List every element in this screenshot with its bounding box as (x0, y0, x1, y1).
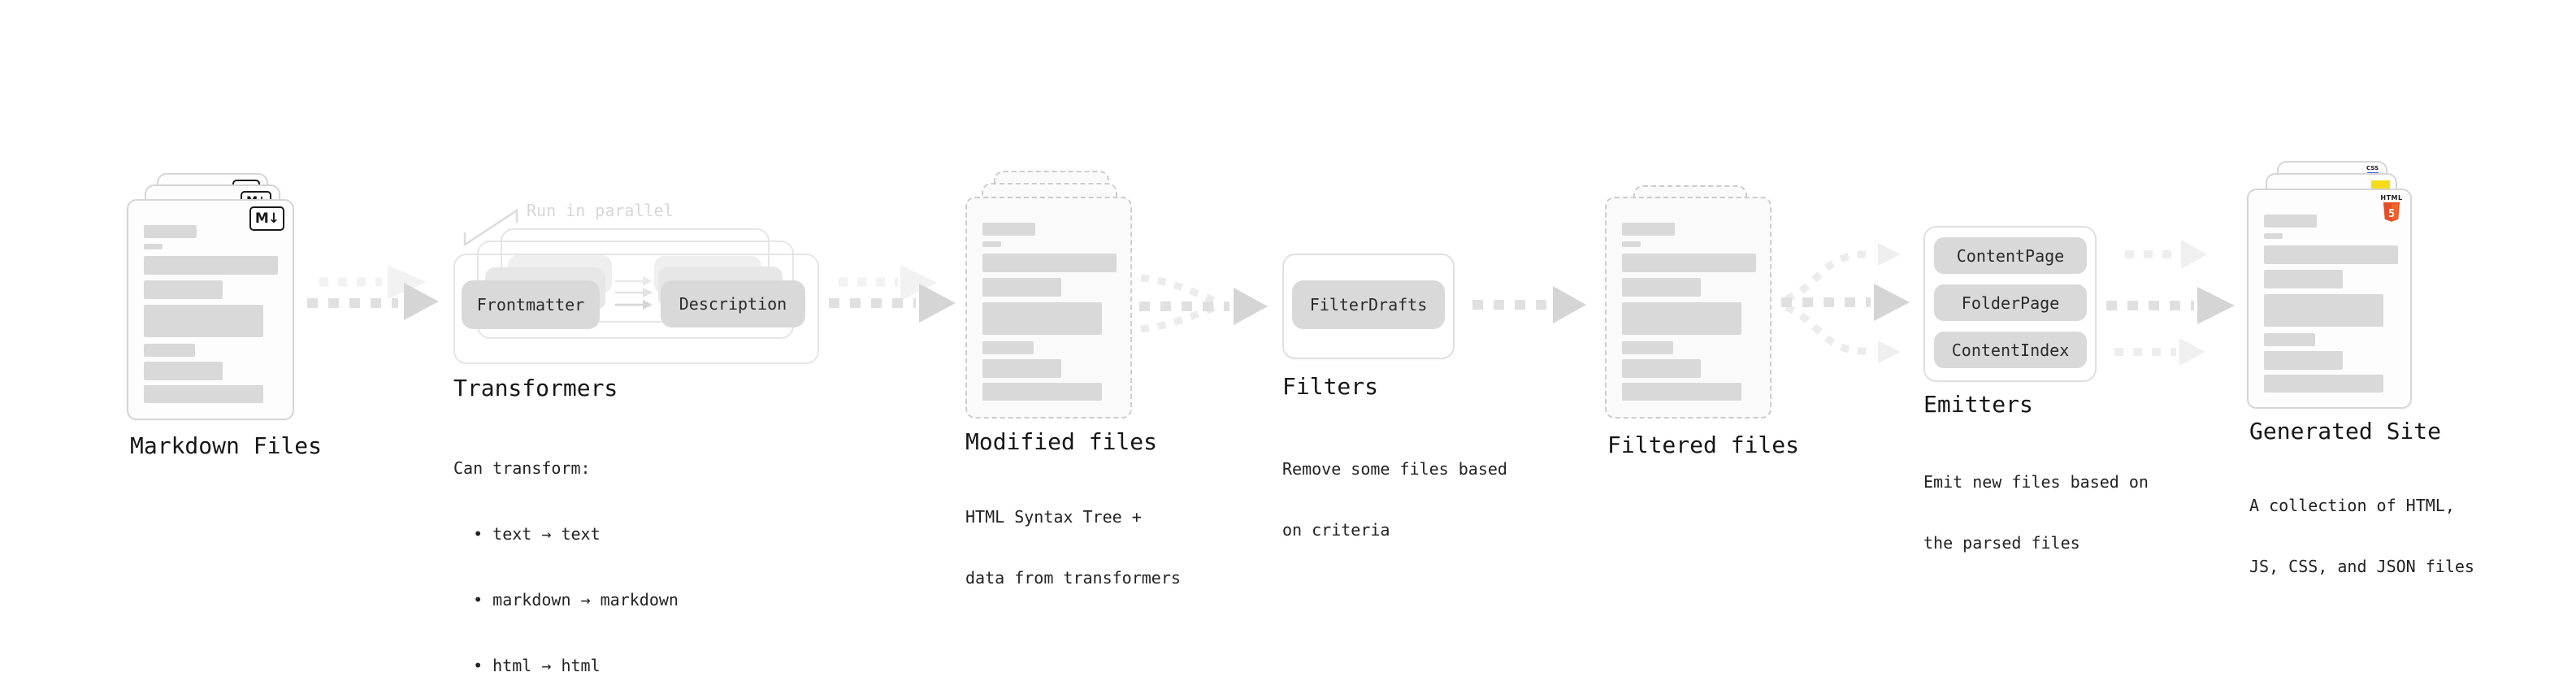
doc-line-bar (144, 305, 263, 337)
doc-line-bar (982, 241, 1001, 247)
css-badge-text: CSS (2366, 165, 2379, 171)
doc-line-bar (1622, 383, 1741, 401)
description-pill: Description (661, 280, 805, 327)
html5-shield: 5 (2383, 202, 2400, 222)
doc-line-bar (1622, 302, 1741, 335)
doc-line-bar (2264, 375, 2383, 393)
filters-label: Filters (1282, 373, 1379, 400)
emitters-label: Emitters (1923, 391, 2033, 418)
arrow-markdown-to-transformers (307, 265, 439, 320)
doc-line-bar (144, 225, 197, 238)
doc-line-bar (1622, 278, 1701, 297)
doc-line-bar (2264, 351, 2343, 370)
generated-site-label: Generated Site (2249, 418, 2442, 445)
modified-files-description: HTML Syntax Tree + data from transformer… (965, 466, 1181, 629)
html5-icon: HTML 5 (2380, 194, 2403, 223)
transformers-description: Can transform: • text → text • markdown … (453, 414, 679, 681)
doc-line-bar (982, 359, 1061, 378)
doc-line-bar (2264, 333, 2315, 346)
doc-line-bar (982, 302, 1102, 335)
emitters-description: Emit new files based on the parsed files (1923, 432, 2149, 594)
doc-line-bar (144, 244, 163, 249)
doc-line-bar (982, 383, 1102, 401)
description-line: on criteria (1282, 520, 1390, 540)
filter-drafts-pill: FilterDrafts (1292, 280, 1445, 329)
doc-line-bar (982, 341, 1034, 354)
description-line: A collection of HTML, (2249, 496, 2455, 515)
modified-files-label: Modified files (965, 428, 1158, 455)
folder-page-pill: FolderPage (1934, 284, 2087, 321)
description-line: HTML Syntax Tree + (965, 507, 1142, 527)
doc-line-bar (1622, 254, 1756, 272)
transformers-label: Transformers (453, 375, 618, 401)
markdown-icon: M↓ (249, 206, 284, 231)
content-page-pill: ContentPage (1934, 237, 2087, 274)
arrow-modified-to-filters (1139, 274, 1268, 333)
arrow-filtered-to-emitters (1781, 243, 1910, 363)
modified-file-card-front (965, 197, 1132, 419)
doc-line-bar (1622, 359, 1701, 378)
run-in-parallel-leader-line (463, 208, 518, 247)
doc-line-bar (1622, 223, 1675, 236)
doc-line-bar (144, 256, 278, 275)
arrow-emitters-to-generated (2106, 240, 2235, 366)
doc-line-bar (2264, 233, 2283, 239)
doc-line-bar (1622, 241, 1641, 247)
description-line: • text → text (453, 524, 601, 544)
svg-text:5: 5 (2388, 207, 2395, 220)
content-index-pill: ContentIndex (1934, 332, 2087, 368)
description-line: • html → html (453, 656, 601, 675)
doc-line-bar (144, 385, 263, 403)
doc-line-bar (144, 280, 223, 299)
doc-line-bar (2264, 215, 2317, 228)
description-line: data from transformers (965, 568, 1181, 588)
description-line: • markdown → markdown (453, 590, 679, 609)
run-in-parallel-annotation: Run in parallel (527, 201, 674, 220)
doc-line-bar (2264, 270, 2343, 288)
description-line: the parsed files (1923, 533, 2080, 553)
doc-line-bar (982, 254, 1117, 272)
description-line: JS, CSS, and JSON files (2249, 557, 2474, 576)
description-line: Can transform: (453, 458, 591, 478)
transformer-frame-front (453, 254, 819, 364)
filtered-file-card-front (1605, 197, 1772, 419)
doc-line-bar (982, 278, 1061, 297)
html5-word: HTML (2380, 194, 2403, 202)
doc-line-bar (2264, 294, 2383, 327)
doc-line-bar (2264, 245, 2398, 264)
frontmatter-pill: Frontmatter (462, 280, 600, 329)
doc-line-bar (144, 344, 195, 357)
arrow-transformers-to-modified (829, 265, 956, 323)
description-line: Emit new files based on (1923, 472, 2149, 492)
doc-line-bar (144, 362, 223, 380)
doc-line-bar (982, 223, 1035, 236)
description-line: Remove some files based (1282, 459, 1507, 479)
generated-file-card-html: HTML 5 (2247, 189, 2412, 409)
generated-site-description: A collection of HTML, JS, CSS, and JSON … (2249, 455, 2474, 618)
arrow-filters-to-filtered (1472, 286, 1586, 323)
filtered-files-label: Filtered files (1607, 432, 1800, 458)
doc-line-bar (1622, 341, 1673, 354)
markdown-files-label: Markdown Files (130, 432, 323, 459)
arrow-frontmatter-to-description (615, 276, 653, 310)
markdown-file-card-front: M↓ (127, 199, 294, 420)
filters-description: Remove some files based on criteria (1282, 419, 1507, 581)
